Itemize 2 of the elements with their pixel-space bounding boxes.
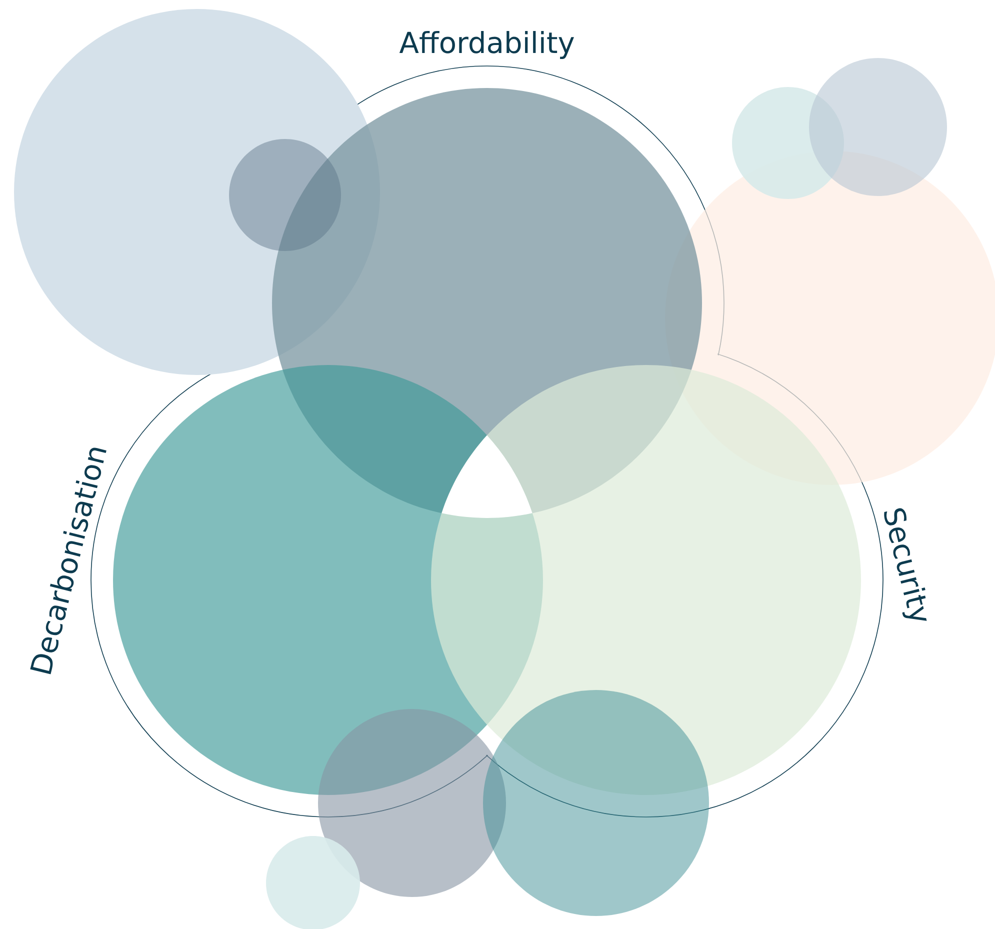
circle-heading: Security [884,508,927,621]
circle-heading: Affordability [399,31,574,59]
